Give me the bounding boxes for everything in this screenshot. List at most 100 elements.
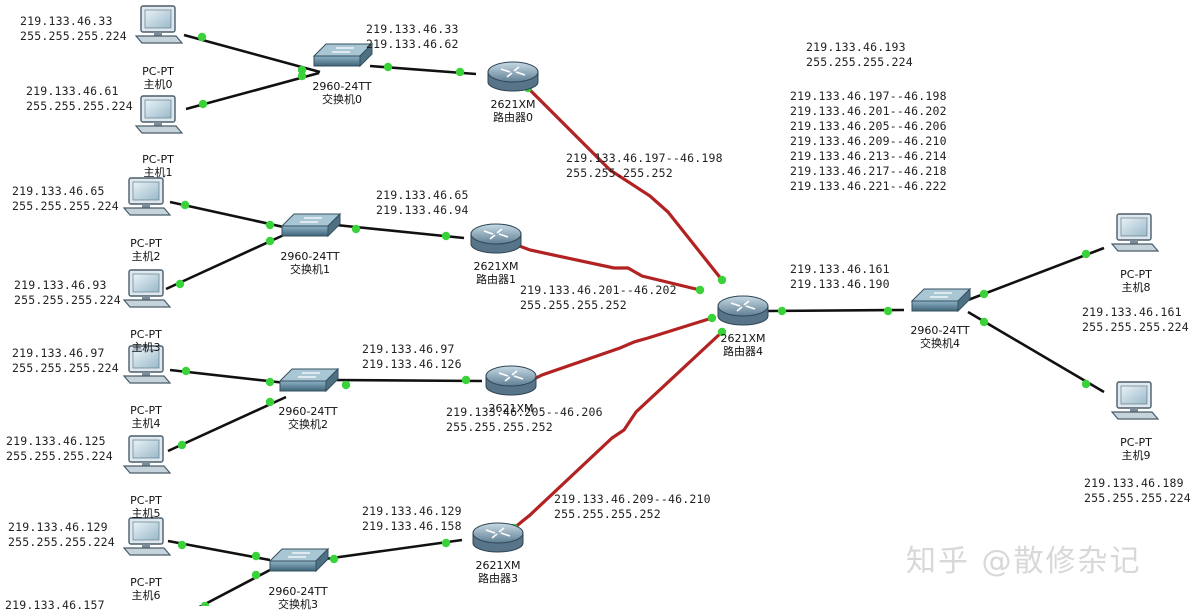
device-model: 2621XM <box>475 559 521 572</box>
pc-icon[interactable] <box>122 177 172 216</box>
pc-pc2[interactable] <box>122 177 172 216</box>
address-line: 255.255.255.224 <box>6 449 113 463</box>
pc-pc5[interactable] <box>122 435 172 474</box>
address-line: 219.133.46.221--46.222 <box>790 179 947 193</box>
port-indicator <box>297 65 307 75</box>
pc-icon[interactable] <box>122 435 172 474</box>
address-line: 219.133.46.65 <box>12 184 105 198</box>
device-name: 路由器3 <box>478 572 518 585</box>
port-indicator <box>265 397 275 407</box>
r2-caption: 2621XM <box>471 402 551 415</box>
pc-icon[interactable] <box>122 517 172 556</box>
switch-icon[interactable] <box>910 287 972 313</box>
serial-cable[interactable] <box>526 86 724 281</box>
switch-sw4[interactable] <box>910 287 972 313</box>
ethernet-cable[interactable] <box>329 378 483 383</box>
address-line: 255.255.255.252 <box>566 166 673 180</box>
port-indicator <box>883 306 893 316</box>
pc-icon[interactable] <box>134 95 184 134</box>
device-model: PC-PT <box>142 65 174 78</box>
router-icon[interactable] <box>470 223 522 254</box>
switch-icon[interactable] <box>268 547 330 573</box>
link-sw1-r1 <box>335 223 465 241</box>
router-icon[interactable] <box>717 295 769 326</box>
pc-icon[interactable] <box>1110 213 1160 252</box>
switch-sw3[interactable] <box>268 547 330 573</box>
address-line: 219.133.46.94 <box>376 203 469 217</box>
address-line: 255.255.255.224 <box>1082 320 1189 334</box>
ethernet-cable[interactable] <box>767 308 905 313</box>
pc-icon[interactable] <box>122 269 172 308</box>
switch-icon[interactable] <box>278 367 340 393</box>
ethernet-cable[interactable] <box>185 71 320 111</box>
switch-sw0[interactable] <box>312 42 374 68</box>
watermark: 知乎 @散修杂记 <box>906 544 1142 579</box>
pc-pc3[interactable] <box>122 269 172 308</box>
address-line: 219.133.46.161 <box>1082 305 1182 319</box>
device-name: 主机6 <box>131 589 161 602</box>
address-line: 219.133.46.158 <box>362 519 462 533</box>
switch-icon[interactable] <box>280 212 342 238</box>
pc-pc9[interactable] <box>1110 381 1160 420</box>
router-r1[interactable] <box>470 223 522 254</box>
port-indicator <box>979 289 989 299</box>
router-r2[interactable] <box>485 365 537 396</box>
address-line: 255.255.255.252 <box>554 507 661 521</box>
pc-pc8[interactable] <box>1110 213 1160 252</box>
pc-pc1[interactable] <box>134 95 184 134</box>
ethernet-cable[interactable] <box>967 246 1105 302</box>
pc-icon[interactable] <box>1110 381 1160 420</box>
device-name: 路由器4 <box>723 345 763 358</box>
port-indicator <box>351 224 361 234</box>
serial-cable[interactable] <box>525 316 713 385</box>
router-r0[interactable] <box>487 61 539 92</box>
router-r4[interactable] <box>717 295 769 326</box>
link-sw4-pc9 <box>967 310 1105 394</box>
pc-pc6[interactable] <box>122 517 172 556</box>
switch-sw1[interactable] <box>280 212 342 238</box>
router-icon[interactable] <box>487 61 539 92</box>
serial-cable[interactable] <box>513 242 701 292</box>
ethernet-cable[interactable] <box>183 33 321 74</box>
address-line: 219.133.46.97 <box>362 342 455 356</box>
port-indicator <box>341 380 351 390</box>
ethernet-cable[interactable] <box>317 538 463 562</box>
switch-sw2[interactable] <box>278 367 340 393</box>
address-line: 219.133.46.217--46.218 <box>790 164 947 178</box>
device-name: 交换机2 <box>288 418 328 431</box>
device-name: 路由器1 <box>476 273 516 286</box>
pc-pc4[interactable] <box>122 345 172 384</box>
pc-icon[interactable] <box>122 345 172 384</box>
port-indicator <box>180 200 190 210</box>
port-indicator <box>329 554 339 564</box>
ethernet-cable[interactable] <box>967 310 1105 394</box>
pc-pc0[interactable] <box>134 5 184 44</box>
switch-icon[interactable] <box>312 42 374 68</box>
device-name: 主机9 <box>1121 449 1151 462</box>
address-line: 255.255.255.224 <box>14 293 121 307</box>
link-pc3-sw1 <box>165 232 287 291</box>
router-icon[interactable] <box>485 365 537 396</box>
address-line: 219.133.46.126 <box>362 357 462 371</box>
link-sw2-r2 <box>329 375 483 390</box>
link-pc7-sw3 <box>198 568 271 606</box>
router-icon[interactable] <box>472 522 524 553</box>
serial-cable[interactable] <box>512 330 724 530</box>
device-model: 2621XM <box>490 98 536 111</box>
address-line: 219.133.46.161 <box>790 262 890 276</box>
address-line: 219.133.46.197--46.198 <box>566 151 723 165</box>
pc-icon[interactable] <box>134 5 184 44</box>
port-indicator <box>695 285 705 295</box>
device-name: 主机0 <box>143 78 173 91</box>
ethernet-cable[interactable] <box>167 395 287 453</box>
address-line: 255.255.255.224 <box>12 361 119 375</box>
ethernet-cable[interactable] <box>165 232 287 291</box>
device-model: 2960-24TT <box>278 405 338 418</box>
router-r3[interactable] <box>472 522 524 553</box>
address-line: 219.133.46.205--46.206 <box>446 405 603 419</box>
